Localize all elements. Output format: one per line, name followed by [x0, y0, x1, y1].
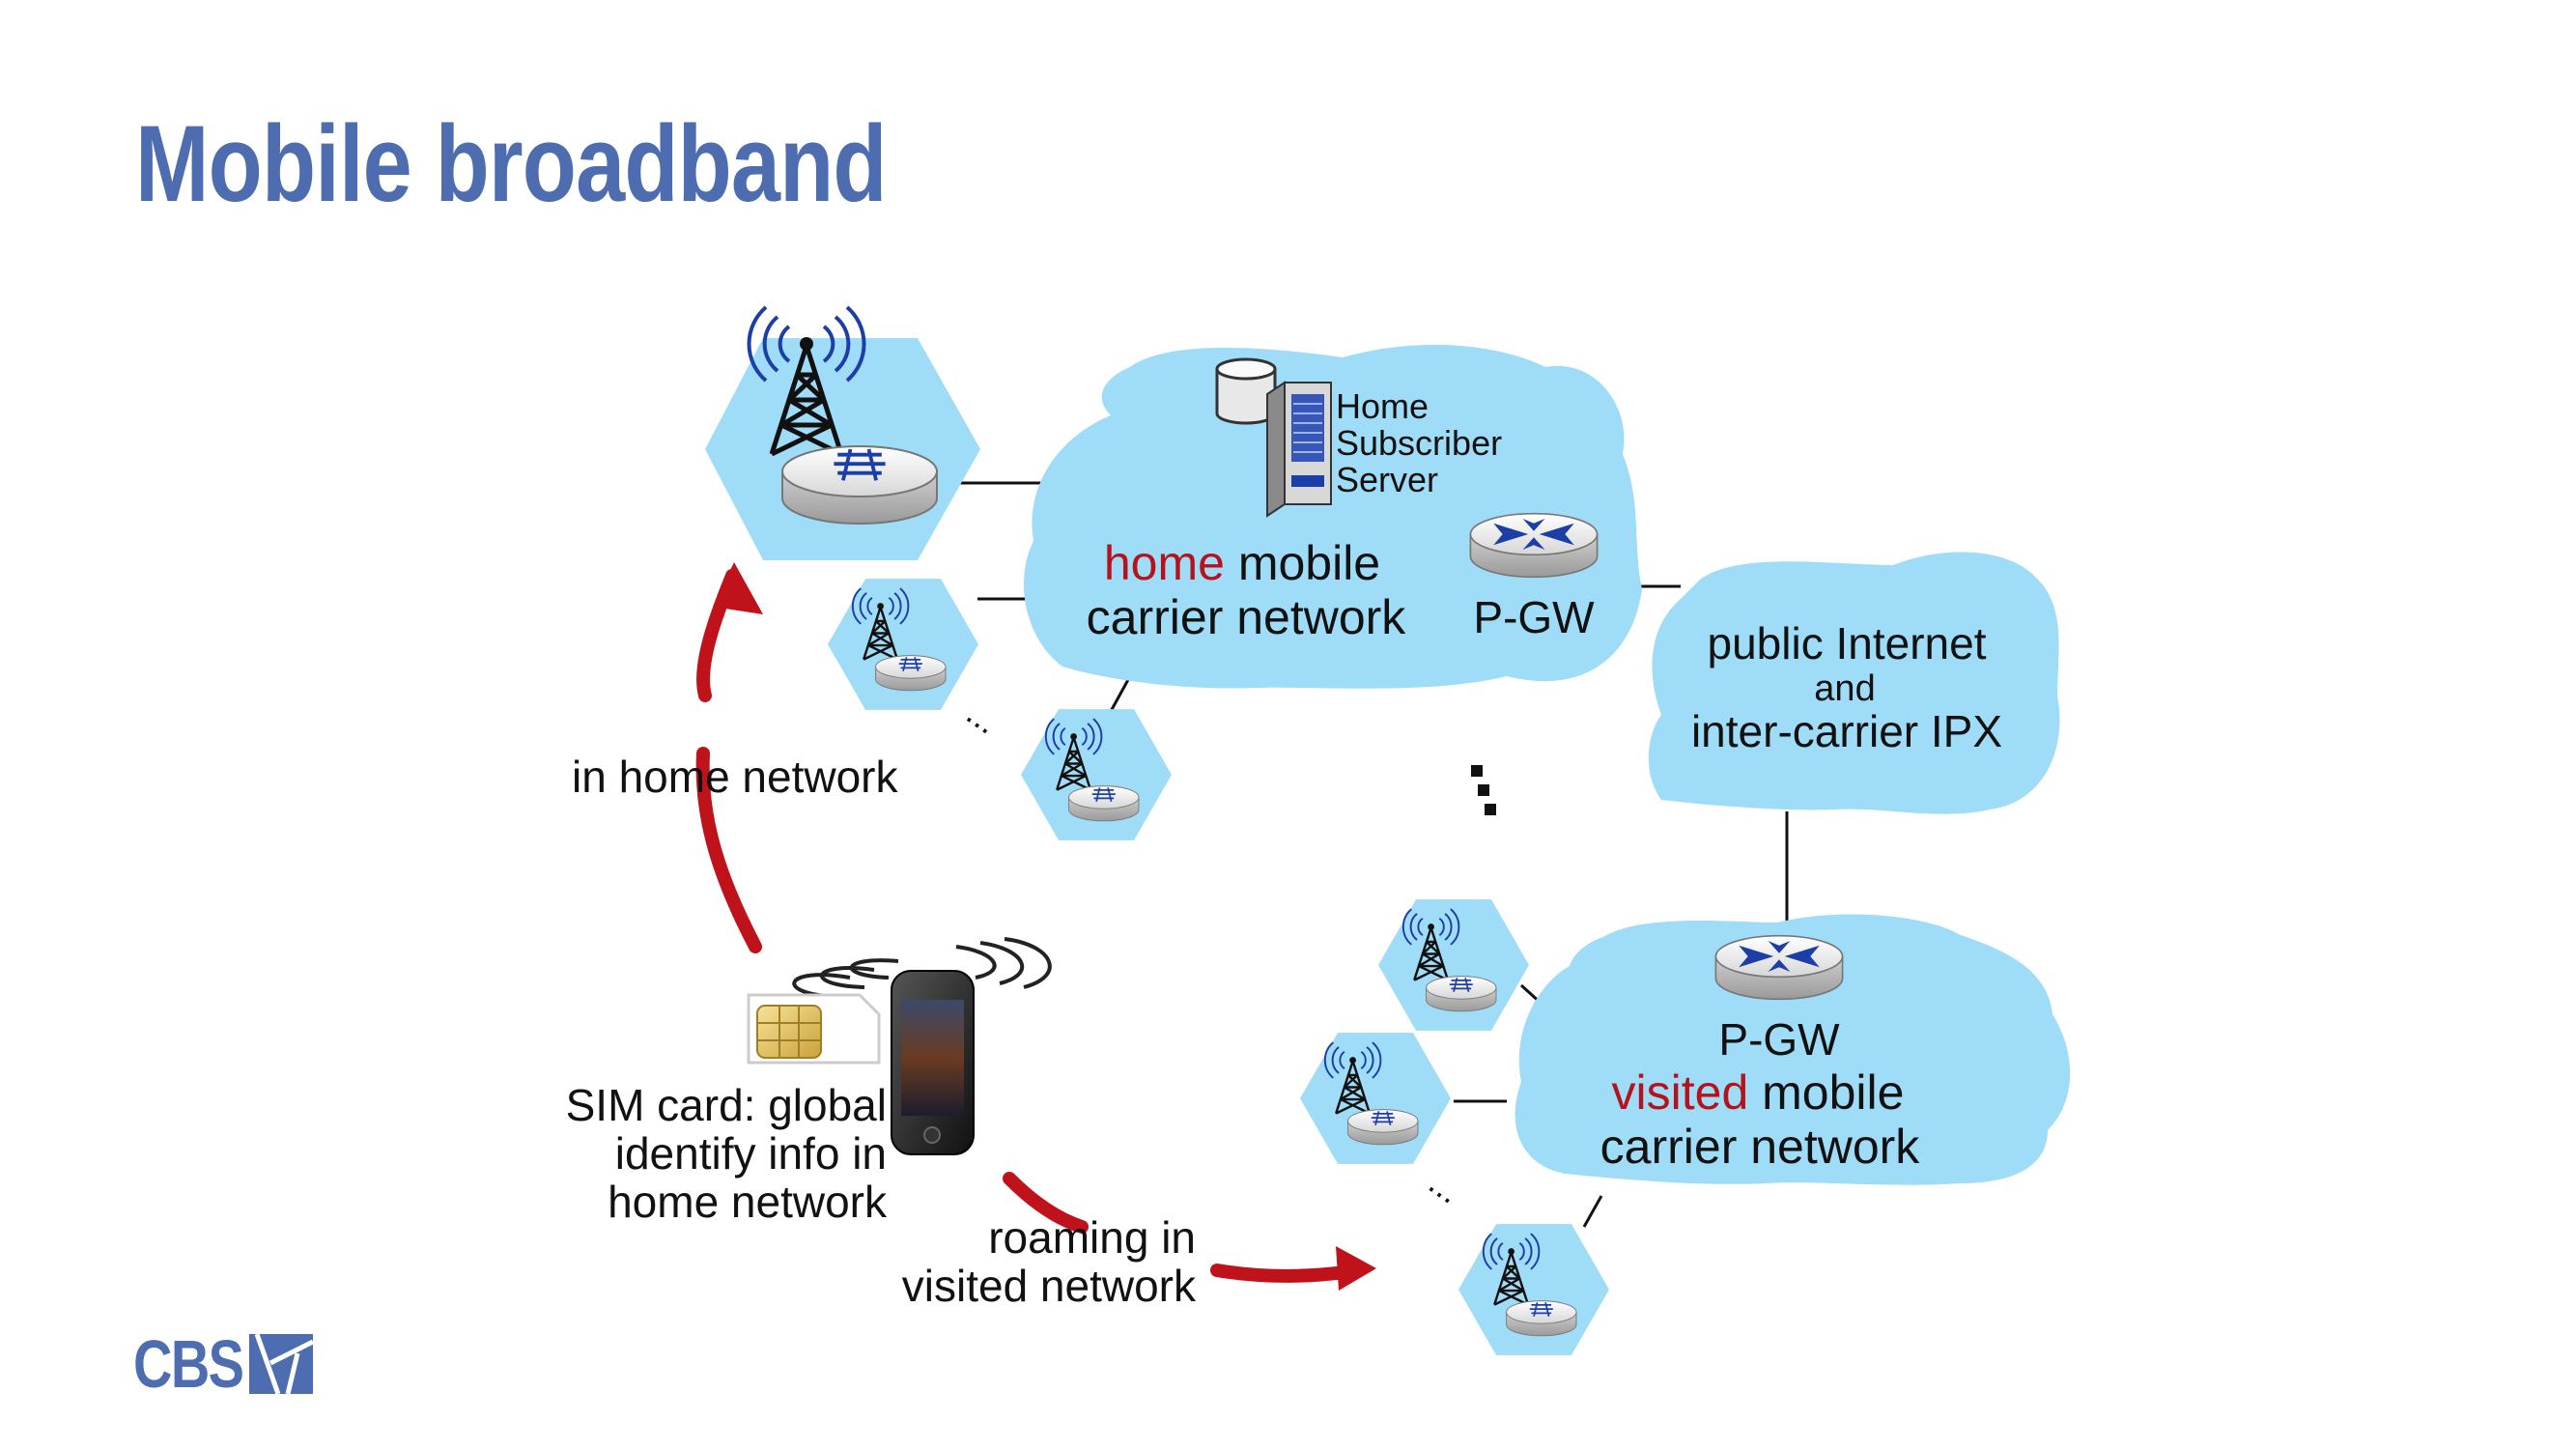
hss-label-line3: Server: [1336, 460, 1438, 499]
ellipsis-between: [1471, 765, 1496, 815]
hss-label-line2: Subscriber: [1336, 423, 1502, 463]
visited-network-cloud: [1514, 914, 2071, 1185]
logo-text: CBS: [133, 1326, 244, 1402]
cbs-logo-mark-icon: [249, 1334, 313, 1394]
roaming-label-line2: visited network: [902, 1261, 1197, 1311]
smartphone-icon: [891, 970, 975, 1155]
sim-label-line2: identify info in: [615, 1128, 887, 1179]
home-network-label: home mobile: [1104, 536, 1380, 590]
home-network-cloud: [1024, 344, 1642, 689]
internet-label-line1: public Internet: [1708, 618, 1987, 668]
cell-tower-icon: [1300, 1033, 1451, 1164]
home-base-station: [705, 307, 980, 560]
cell-tower-icon: [1021, 709, 1172, 840]
server-icon: [1266, 381, 1332, 518]
visited-pgw-router: [1714, 934, 1844, 1001]
home-network-label-line2: carrier network: [1087, 590, 1407, 644]
roaming-label-line1: roaming in: [988, 1212, 1196, 1263]
visited-network-label: visited mobile: [1612, 1065, 1905, 1120]
home-pgw-label: P-GW: [1473, 592, 1595, 642]
cell-tower-icon: [828, 579, 978, 710]
arrow-roaming: [1003, 1172, 1376, 1291]
ellipsis-home: ...: [960, 693, 1006, 742]
internet-label-line2: and: [1814, 668, 1875, 709]
sim-label-line1: SIM card: global: [566, 1080, 887, 1130]
sim-label-line3: home network: [608, 1177, 888, 1227]
arrow-in-home: [695, 562, 763, 953]
home-pgw-router: [1469, 512, 1599, 579]
cell-tower-icon: [1378, 899, 1529, 1031]
internet-label-line3: inter-carrier IPX: [1691, 706, 2002, 756]
visited-pgw-label: P-GW: [1718, 1014, 1840, 1065]
cbs-logo: CBS: [133, 1325, 313, 1403]
in-home-label: in home network: [572, 752, 898, 802]
signal-waves-icon: [792, 937, 1052, 999]
hss-label-line1: Home: [1336, 386, 1429, 426]
cell-tower-icon: [1458, 1224, 1609, 1355]
slide-title: Mobile broadband: [135, 103, 888, 224]
ellipsis-visited: ...: [1422, 1162, 1468, 1211]
internet-cloud: [1648, 552, 2060, 814]
visited-network-label-line2: carrier network: [1600, 1120, 1921, 1174]
sim-card-icon: [747, 993, 881, 1065]
